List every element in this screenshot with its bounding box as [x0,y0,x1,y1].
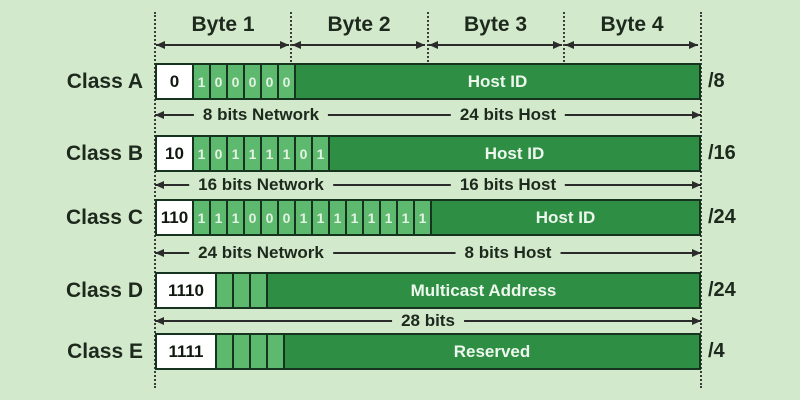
class-d-bar: 1110 Multicast Address [155,272,701,309]
network-bits-label: 16 bits Network [189,175,333,195]
byte-1-label: Byte 1 [191,13,255,36]
bit-cell: 1 [279,137,296,170]
class-e-cidr-label: /4 [708,340,725,362]
class-c-label: Class C [65,206,143,229]
class-c-cidr-label: /24 [708,206,736,228]
bit-cell [234,335,251,368]
class-d-label: Class D [65,279,143,302]
bit-cell: 0 [279,201,296,234]
bit-cell: 0 [262,65,279,98]
divider-arrow-line [155,181,701,189]
bit-cell: 1 [313,201,330,234]
class-e-label: Class E [67,340,143,363]
class-a-cidr-label: /8 [708,70,725,92]
class-e-fill-segment: Reserved [285,335,699,368]
class-c-prefix-bits: 110 [157,201,194,234]
bit-cell: 1 [381,201,398,234]
byte-3-label: Byte 3 [463,13,528,36]
bit-cell: 1 [330,201,347,234]
divider-arrow-line [155,249,701,257]
byte-2-label: Byte 2 [327,13,391,36]
byte-4-label: Byte 4 [600,13,664,36]
class-d-bit-cells [217,274,268,307]
bit-cell: 0 [211,137,228,170]
class-b-prefix-bits: 10 [157,137,194,170]
class-d-cidr-label: /24 [708,279,736,301]
class-c-fill-label: Host ID [535,207,596,227]
bit-cell: 1 [245,137,262,170]
bit-cell: 1 [415,201,432,234]
bit-cell [234,274,251,307]
bit-cell: 1 [194,201,211,234]
class-d-prefix-bits: 1110 [157,274,217,307]
bit-cell: 1 [347,201,364,234]
bit-cell: 0 [228,65,245,98]
class-a-prefix-bits: 0 [157,65,194,98]
class-e-bar: 1111 Reserved [155,333,701,370]
class-b-cidr-label: /16 [708,142,736,164]
class-b-label: Class B [65,142,143,165]
byte-boundary-line-3 [563,12,565,62]
class-c-fill-segment: Host ID [432,201,699,234]
class-d-fill-label: Multicast Address [410,280,557,300]
class-a-label: Class A [66,70,143,93]
bit-cell: 1 [211,201,228,234]
byte-boundary-line-2 [427,12,429,62]
total-bits-label: 28 bits [392,311,464,331]
bit-cell: 0 [296,137,313,170]
class-b-fill-segment: Host ID [330,137,699,170]
bit-cell: 0 [279,65,296,98]
class-e-bit-cells [217,335,285,368]
class-b-fill-label: Host ID [484,143,545,163]
bit-cell: 0 [245,201,262,234]
bit-cell: 1 [228,137,245,170]
bit-cell: 1 [364,201,381,234]
bit-cell: 0 [245,65,262,98]
bit-cell: 1 [296,201,313,234]
byte-1-span-arrow [156,41,289,49]
bit-cell: 0 [262,201,279,234]
bit-cell [268,335,285,368]
bit-cell [217,335,234,368]
byte-3-span-arrow [429,41,562,49]
bit-cell [251,274,268,307]
class-e-prefix-bits: 1111 [157,335,217,368]
byte-boundary-line-1 [290,12,292,62]
host-bits-label: 16 bits Host [450,175,566,195]
bit-cell [217,274,234,307]
bit-cell: 1 [262,137,279,170]
bit-cell: 1 [313,137,330,170]
class-a-fill-label: Host ID [467,71,528,91]
network-bits-label: 24 bits Network [189,243,333,263]
bit-cell: 1 [194,65,211,98]
bit-cell: 1 [194,137,211,170]
host-bits-label: 24 bits Host [450,105,566,125]
byte-boundary-line-right [700,12,702,388]
class-d-fill-segment: Multicast Address [268,274,699,307]
bit-cell: 1 [398,201,415,234]
class-e-fill-label: Reserved [453,341,531,361]
byte-4-span-arrow [565,41,698,49]
divider-arrow-line [155,111,701,119]
class-a-fill-segment: Host ID [296,65,699,98]
host-bits-label: 8 bits Host [455,243,561,263]
network-bits-label: 8 bits Network [193,105,329,125]
byte-2-span-arrow [292,41,425,49]
bit-cell [251,335,268,368]
bit-cell: 1 [228,201,245,234]
bit-cell: 0 [211,65,228,98]
